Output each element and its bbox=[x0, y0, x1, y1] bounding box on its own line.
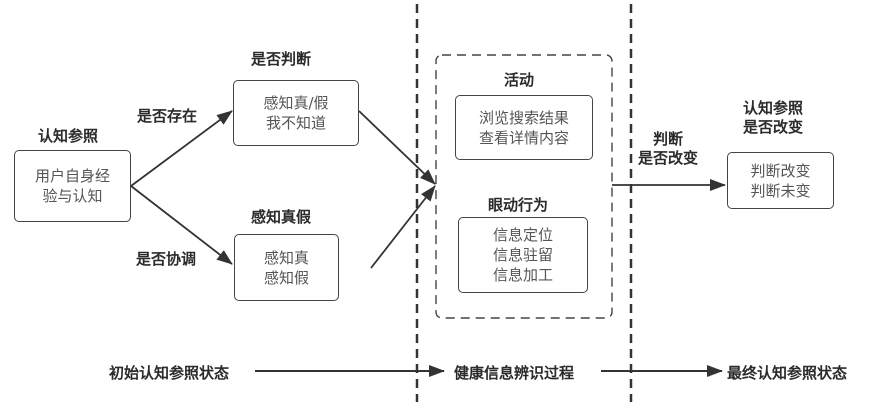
edge-label-exist: 是否存在 bbox=[137, 107, 198, 125]
activity-title: 活动 bbox=[504, 71, 535, 89]
perceive-box-line: 感知真 bbox=[263, 248, 309, 267]
edge-label-judge-change: 判断 是否改变 bbox=[638, 130, 698, 168]
left-box: 用户自身经 验与认知 bbox=[14, 150, 131, 222]
judge-box-line: 我不知道 bbox=[265, 114, 326, 132]
judge-title: 是否判断 bbox=[251, 50, 312, 68]
left-title: 认知参照 bbox=[38, 127, 99, 145]
eye-box: 信息定位 信息驻留 信息加工 bbox=[458, 217, 588, 293]
perceive-box: 感知真 感知假 bbox=[234, 234, 339, 301]
timeline-start: 初始认知参照状态 bbox=[109, 364, 230, 382]
arrow-judge-to-center bbox=[358, 110, 436, 185]
activity-box-line: 浏览搜索结果 bbox=[478, 108, 569, 127]
right-title: 认知参照 是否改变 bbox=[743, 99, 803, 137]
arrow-to-perceive bbox=[130, 185, 233, 265]
process-container bbox=[435, 54, 613, 319]
right-box-line: 判断改变 bbox=[750, 161, 811, 180]
perceive-box-line: 感知假 bbox=[263, 268, 309, 287]
right-title-line: 认知参照 bbox=[743, 99, 804, 117]
arrow-to-judge bbox=[130, 110, 233, 187]
activity-box-line: 查看详情内容 bbox=[478, 128, 569, 147]
timeline-middle: 健康信息辨识过程 bbox=[454, 364, 575, 382]
eye-title: 眼动行为 bbox=[488, 196, 549, 214]
edge-label-coordinate: 是否协调 bbox=[136, 250, 197, 268]
perceive-title: 感知真假 bbox=[251, 208, 312, 226]
timeline-end: 最终认知参照状态 bbox=[727, 364, 848, 382]
arrow-perceive-to-center bbox=[370, 185, 436, 269]
right-title-line: 是否改变 bbox=[743, 118, 804, 136]
judge-box: 感知真/假 我不知道 bbox=[233, 80, 359, 146]
edge-label-line: 判断 bbox=[653, 130, 684, 148]
activity-box: 浏览搜索结果 查看详情内容 bbox=[455, 95, 593, 160]
judge-box-line: 感知真/假 bbox=[263, 94, 329, 112]
right-box: 判断改变 判断未变 bbox=[727, 152, 834, 209]
eye-box-line: 信息定位 bbox=[492, 226, 553, 244]
left-box-line: 用户自身经 bbox=[34, 167, 110, 185]
left-box-line: 验与认知 bbox=[42, 187, 103, 205]
eye-box-line: 信息加工 bbox=[492, 266, 553, 284]
right-box-line: 判断未变 bbox=[750, 181, 811, 200]
eye-box-line: 信息驻留 bbox=[492, 246, 553, 264]
edge-label-line: 是否改变 bbox=[638, 149, 699, 167]
